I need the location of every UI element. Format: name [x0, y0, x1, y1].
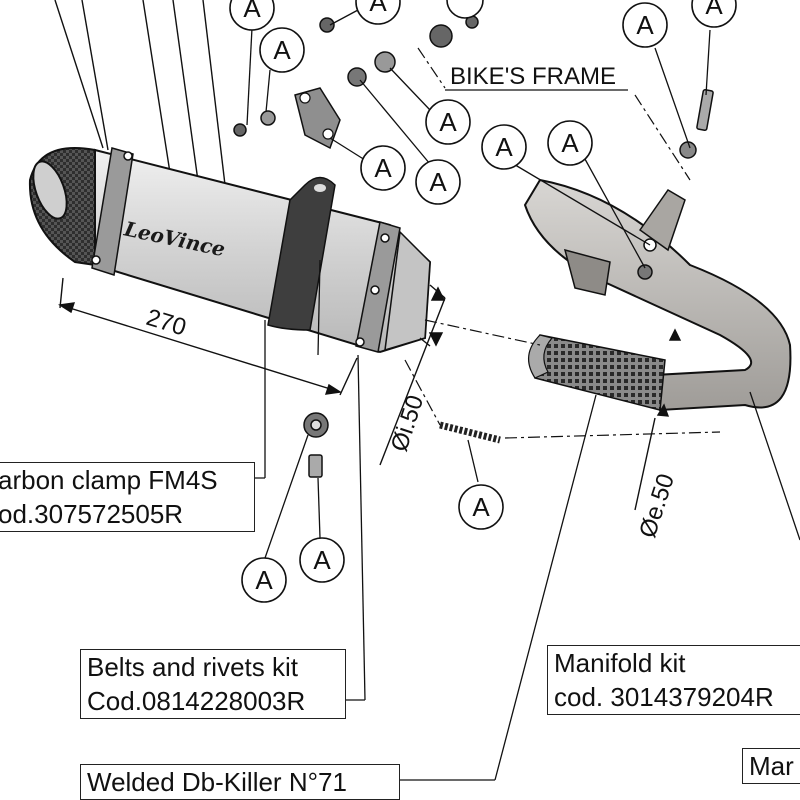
balloon-a: A — [299, 537, 345, 583]
manifold — [523, 178, 792, 412]
mounting-nut-hole — [310, 419, 322, 431]
balloon-a: A — [622, 2, 668, 48]
balloon-a: A — [691, 0, 737, 28]
svg-text:A: A — [369, 0, 387, 17]
nut — [374, 51, 396, 73]
washers-nuts — [233, 15, 714, 478]
balloon-a: A — [458, 484, 504, 530]
svg-text:A: A — [636, 10, 654, 40]
balloon-a: A — [360, 145, 406, 191]
washer — [233, 123, 247, 137]
strap-hole — [314, 184, 326, 192]
mounting-strap — [267, 176, 336, 331]
db-killer-tip — [528, 334, 554, 379]
hardware-bracket — [294, 87, 341, 150]
balloon-a: A — [241, 557, 287, 603]
callout-carbon-clamp: arbon clamp FM4S od.307572505R — [0, 462, 255, 532]
svg-text:A: A — [374, 153, 392, 183]
svg-text:A: A — [273, 35, 291, 65]
bolt — [696, 89, 714, 131]
manifold-flange — [563, 248, 611, 296]
balloon-a: A — [259, 27, 305, 73]
rivet — [380, 233, 390, 243]
svg-text:A: A — [705, 0, 723, 20]
silencer: LeoVince — [28, 147, 432, 354]
callout-partial-line1: Mar — [749, 751, 794, 781]
callout-manifold-line2: cod. 3014379204R — [554, 682, 774, 712]
balloon-a: A — [415, 159, 461, 205]
svg-text:A: A — [429, 167, 447, 197]
svg-text:A: A — [243, 0, 261, 23]
callout-belts-rivets: Belts and rivets kit Cod.0814228003R — [80, 649, 346, 719]
svg-text:A: A — [561, 128, 579, 158]
washer — [319, 17, 335, 33]
manifold-bracket — [638, 189, 686, 252]
rivet — [91, 255, 101, 265]
rivet — [355, 337, 365, 347]
callout-carbon-clamp-line2: od.307572505R — [0, 499, 184, 529]
callout-manifold-line1: Manifold kit — [554, 648, 686, 678]
outlet-cone — [384, 230, 431, 352]
end-cap-outlet — [32, 160, 68, 220]
callout-carbon-clamp-line1: arbon clamp FM4S — [0, 465, 218, 495]
callout-db-killer: Welded Db-Killer N°71 — [80, 764, 400, 800]
callout-db-killer-line1: Welded Db-Killer N°71 — [87, 767, 347, 797]
rivet — [370, 285, 380, 295]
svg-text:A: A — [472, 492, 490, 522]
balloon-a: A — [425, 99, 471, 145]
svg-text:A: A — [313, 545, 331, 575]
dimension-270: 270 — [143, 304, 189, 342]
balloon-a — [446, 0, 484, 19]
washer — [260, 110, 276, 126]
callout-belts-rivets-line1: Belts and rivets kit — [87, 652, 298, 682]
svg-text:A: A — [255, 565, 273, 595]
leader-lines — [246, 9, 800, 781]
washer — [679, 141, 697, 159]
svg-text:A: A — [495, 132, 513, 162]
balloon-a: A — [547, 120, 593, 166]
mounting-bolt — [308, 454, 323, 478]
svg-text:A: A — [439, 107, 457, 137]
centerlines — [404, 47, 721, 439]
bikes-frame-label: BIKE'S FRAME — [450, 63, 616, 90]
dimension-inner-diameter: Øi.50 — [386, 392, 429, 455]
balloon-a: A — [355, 0, 401, 25]
spring — [439, 421, 501, 444]
db-killer-mesh — [530, 334, 666, 411]
balloons: A A A A A A A A A A A A A — [229, 0, 737, 603]
rivet — [123, 151, 133, 161]
manifold-nut — [637, 264, 653, 280]
balloon-a: A — [229, 0, 275, 31]
callout-belts-rivets-line2: Cod.0814228003R — [87, 686, 306, 716]
callout-partial: Mar — [742, 748, 800, 784]
clamp-rivets — [91, 151, 390, 347]
callout-manifold: Manifold kit cod. 3014379204R — [547, 645, 800, 715]
bracket-hole — [299, 92, 311, 104]
nut — [429, 24, 453, 48]
dimension-lines — [58, 277, 682, 511]
bracket-hole — [322, 128, 334, 140]
balloon-a: A — [481, 124, 527, 170]
